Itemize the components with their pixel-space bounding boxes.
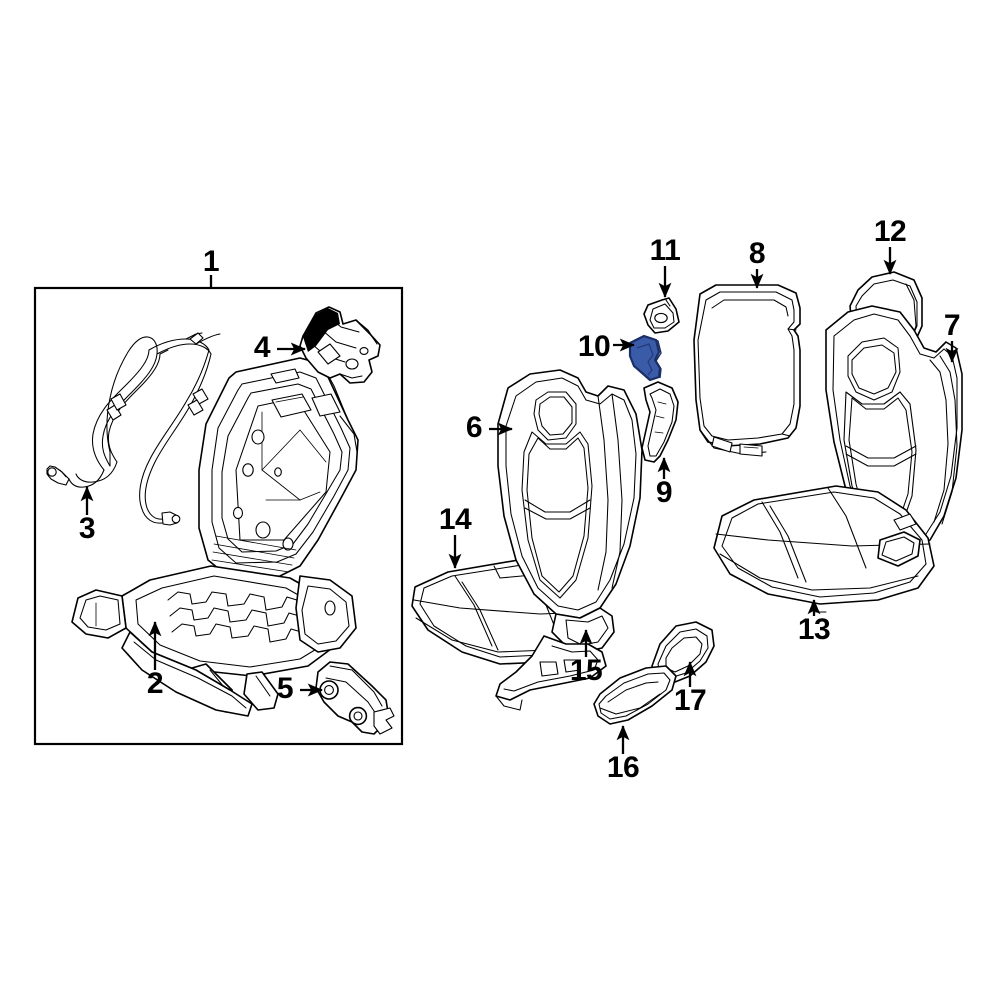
callout-label-9: 9 <box>656 476 672 509</box>
callout-label-14: 14 <box>439 503 472 536</box>
part-right-seat-assembly <box>713 271 963 613</box>
callout-label-5: 5 <box>277 672 293 705</box>
callout-label-15: 15 <box>570 654 602 687</box>
part-seat-cushion-frame <box>71 357 359 717</box>
callout-label-1: 1 <box>203 245 219 278</box>
part-armrest-assembly <box>593 621 715 725</box>
callout-label-2: 2 <box>147 667 163 700</box>
callout-label-6: 6 <box>466 411 482 444</box>
callout-4: 4 <box>254 331 306 364</box>
callout-label-11: 11 <box>650 234 681 267</box>
callout-10: 10 <box>578 330 635 363</box>
part-highlighted-mounting-bracket <box>628 334 662 382</box>
callout-7: 7 <box>944 309 961 363</box>
callout-label-10: 10 <box>578 330 610 363</box>
callout-label-3: 3 <box>79 512 95 545</box>
callout-5: 5 <box>277 672 323 705</box>
callout-13: 13 <box>798 599 831 646</box>
callout-label-16: 16 <box>607 751 639 784</box>
callout-label-12: 12 <box>874 215 906 248</box>
callout-9: 9 <box>656 457 673 509</box>
callout-label-8: 8 <box>749 237 765 270</box>
callout-16: 16 <box>607 725 640 784</box>
callout-15: 15 <box>570 629 603 687</box>
callout-17: 17 <box>674 661 707 717</box>
part-seat-cushion-side-shield <box>495 635 607 711</box>
callout-label-17: 17 <box>674 684 706 717</box>
callout-11: 11 <box>650 234 681 298</box>
part-seat-back-rear-panel <box>693 284 801 457</box>
callout-1: 1 <box>203 245 220 288</box>
part-pivot-hinge-bracket <box>315 661 395 735</box>
callout-6: 6 <box>466 411 513 444</box>
callout-label-7: 7 <box>944 309 960 342</box>
callout-12: 12 <box>874 215 907 275</box>
part-center-seat-back-cushion <box>497 369 643 653</box>
callout-3: 3 <box>79 486 96 545</box>
part-side-trim-shield <box>641 381 679 463</box>
callout-14: 14 <box>439 503 472 569</box>
callout-2: 2 <box>147 621 164 700</box>
callout-label-4: 4 <box>254 331 271 364</box>
part-release-cable-assembly <box>46 332 221 526</box>
callout-8: 8 <box>749 237 766 289</box>
part-seat-back-latch-striker <box>299 306 381 384</box>
part-small-clip-bracket <box>643 297 680 334</box>
callout-label-13: 13 <box>798 613 830 646</box>
